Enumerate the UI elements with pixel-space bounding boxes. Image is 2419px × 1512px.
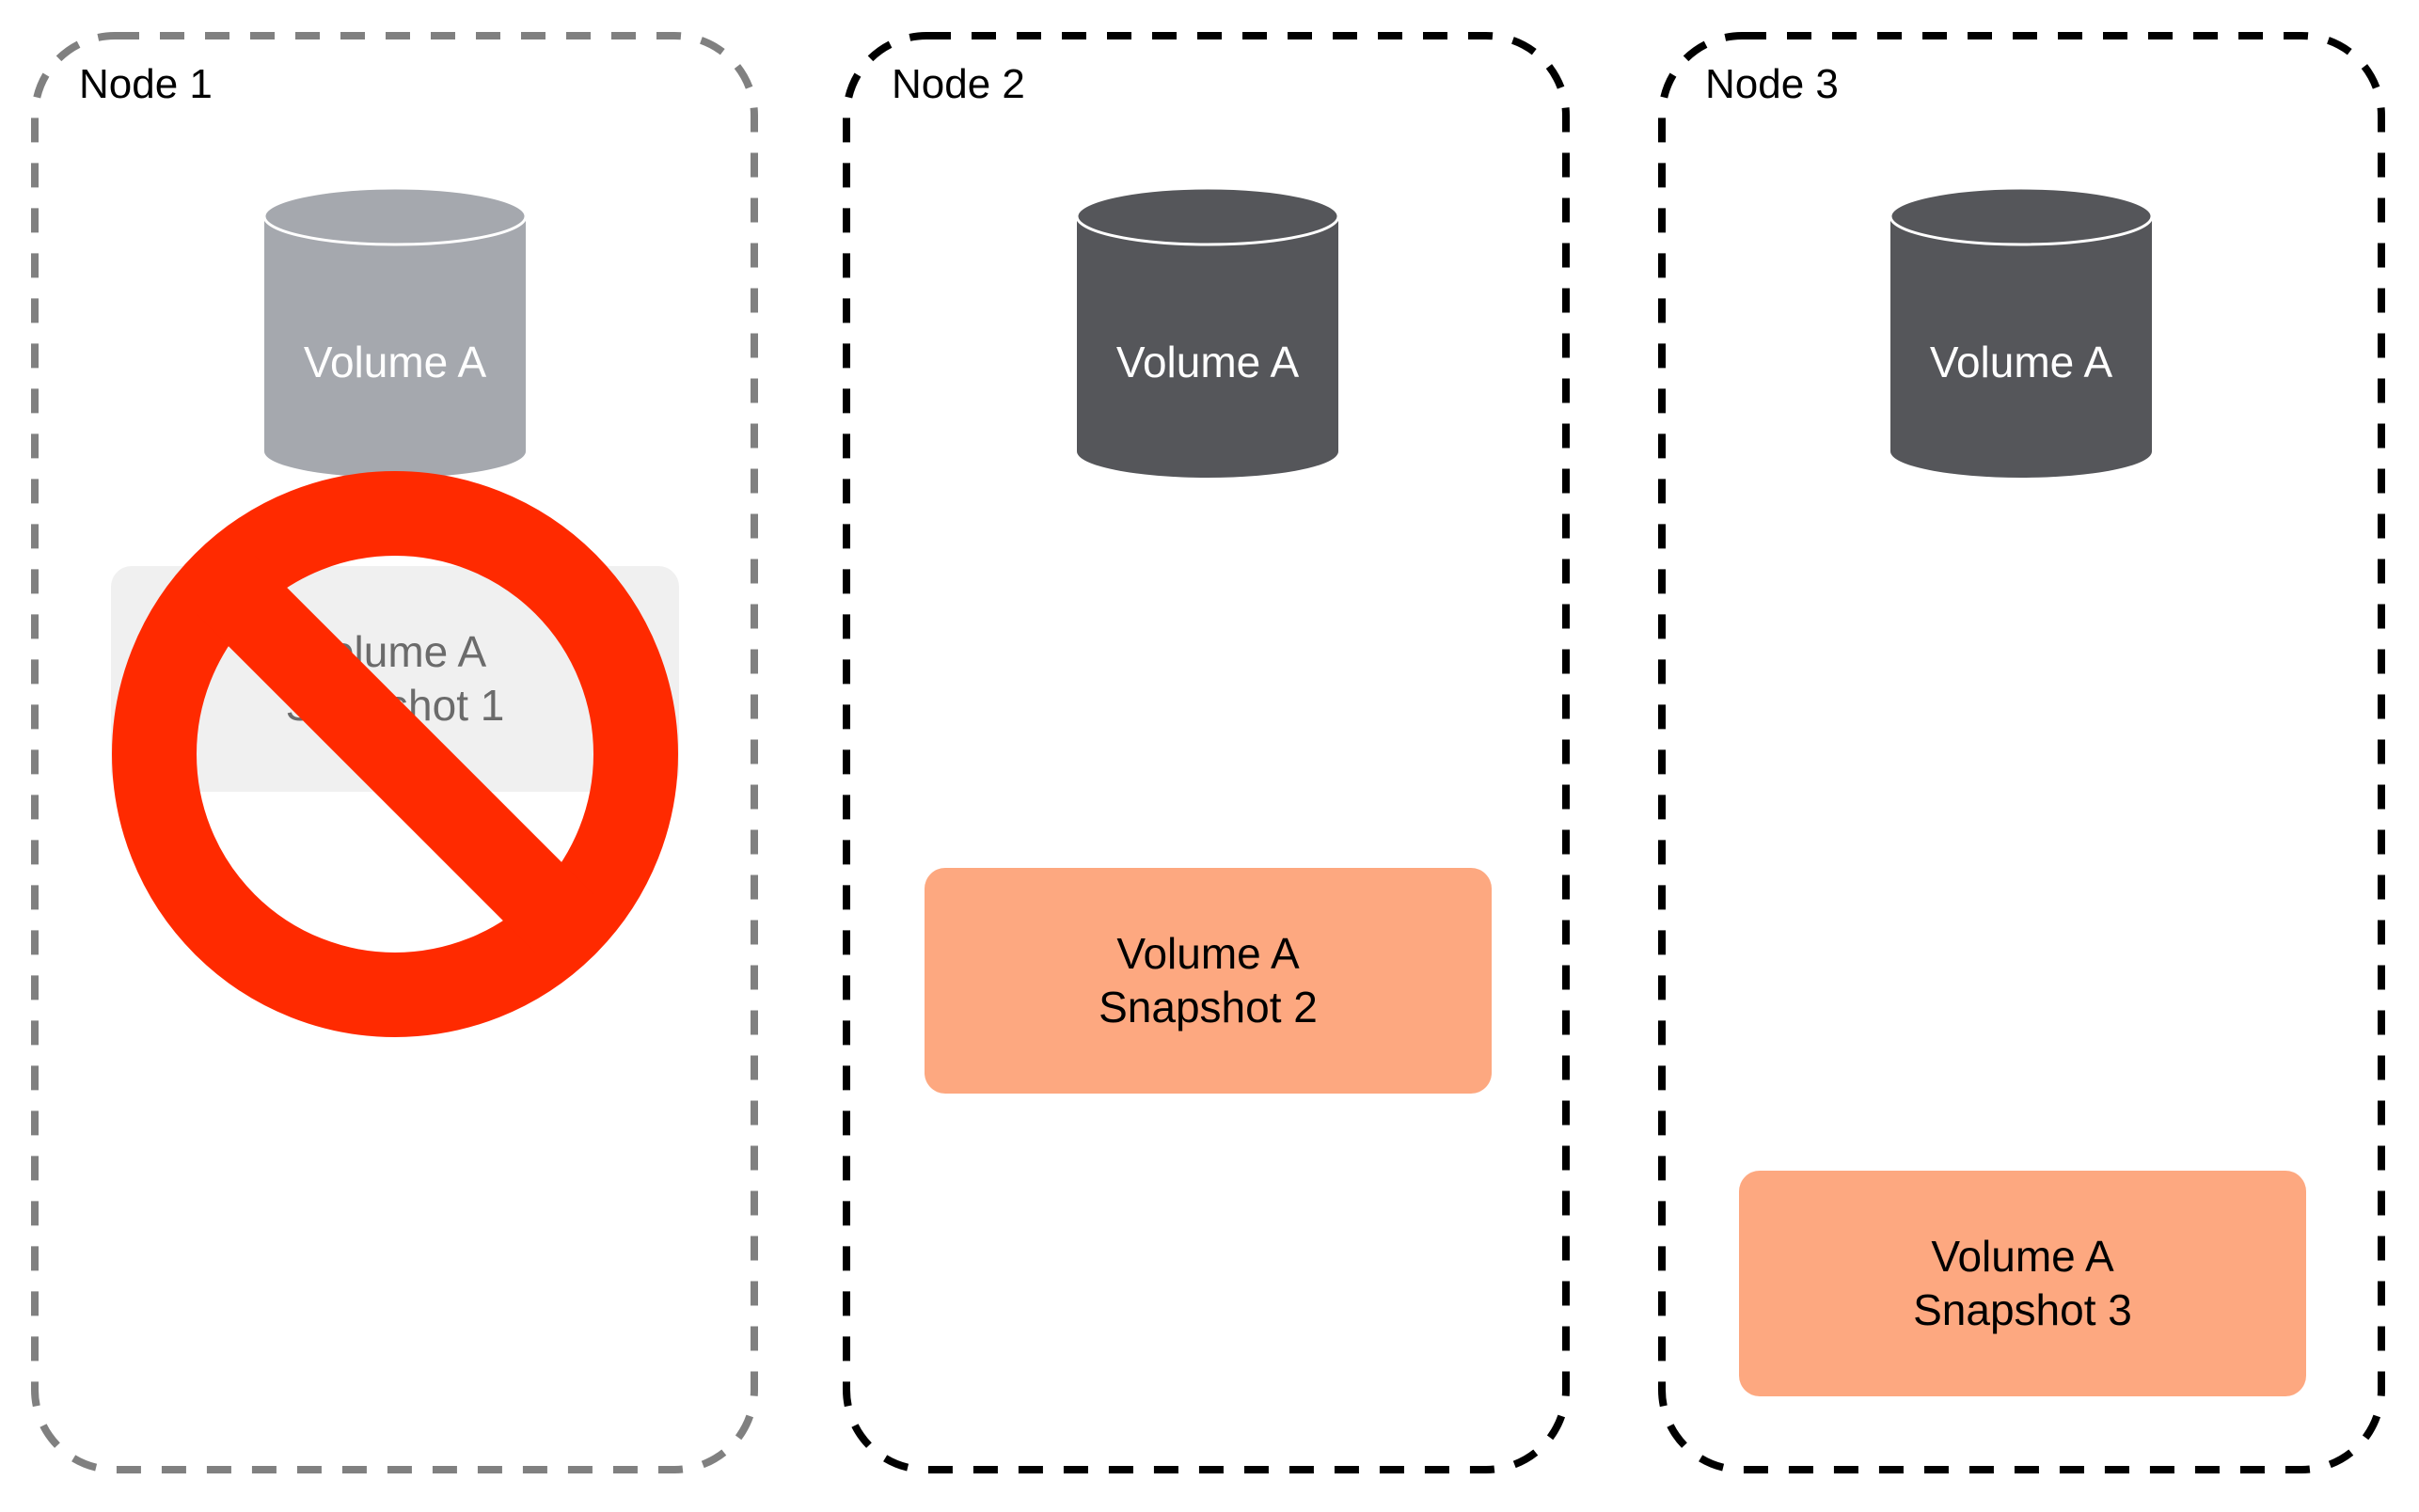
node-3-snapshot: Volume A Snapshot 3 xyxy=(1739,1171,2306,1396)
node-1-container xyxy=(31,32,758,1473)
node-3-snapshot-line1: Volume A xyxy=(1931,1232,2114,1281)
node-1-snapshot: Volume A Snapshot 1 xyxy=(111,566,679,792)
node-2-snapshot-line2: Snapshot 2 xyxy=(1099,983,1318,1032)
node-3-label: Node 3 xyxy=(1705,61,1839,107)
node-1-volume-label: Volume A xyxy=(303,338,487,386)
node-1-snapshot-line1: Volume A xyxy=(303,627,487,676)
node-2-snapshot-line1: Volume A xyxy=(1116,929,1300,978)
node-2-volume-cylinder xyxy=(1075,186,1340,478)
node-3-volume-cylinder xyxy=(1889,186,2154,478)
node-3-snapshot-line2: Snapshot 3 xyxy=(1913,1285,2132,1334)
node-2-label: Node 2 xyxy=(892,61,1025,107)
node-2-volume-label: Volume A xyxy=(1115,338,1300,386)
node-1-label: Node 1 xyxy=(79,61,213,107)
node-3-container xyxy=(1658,32,2385,1473)
node-3-volume-label: Volume A xyxy=(1929,338,2113,386)
node-2-snapshot: Volume A Snapshot 2 xyxy=(925,868,1492,1094)
node-2-container xyxy=(843,32,1570,1473)
node-1-volume-cylinder xyxy=(262,186,528,478)
node-1-snapshot-line2: Snapshot 1 xyxy=(285,681,505,730)
